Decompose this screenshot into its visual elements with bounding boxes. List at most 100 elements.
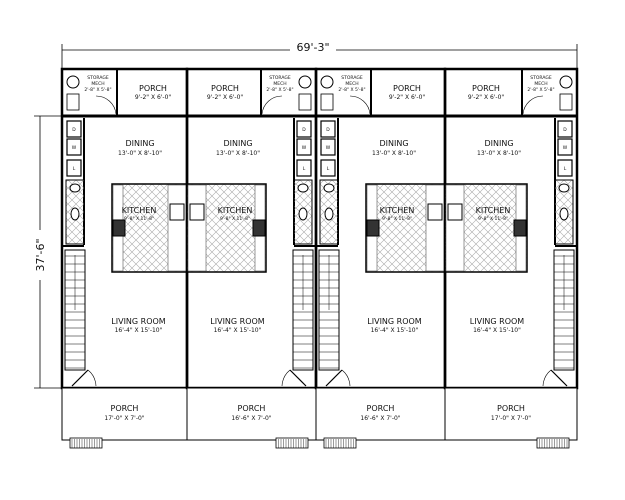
porch-front-label: PORCH xyxy=(111,404,139,413)
storage-label: STORAGE xyxy=(341,75,363,81)
staircase xyxy=(553,249,575,371)
living-room-dims: 16'-4" X 15'-10" xyxy=(371,327,419,334)
toilet-icon xyxy=(559,207,569,221)
furnace-icon xyxy=(320,93,334,111)
porch-top-label: PORCH xyxy=(472,84,500,93)
porch-top-label: PORCH xyxy=(211,84,239,93)
mech-label: MECH xyxy=(273,81,286,87)
kitchen-dims: 9'-8" X 11'-8" xyxy=(220,216,250,222)
appliance-label: D xyxy=(72,127,76,133)
dining-dims: 13'-0" X 8'-10" xyxy=(216,150,260,157)
kitchen-sink-icon xyxy=(447,203,463,221)
counter xyxy=(187,184,207,272)
sink-icon xyxy=(323,183,335,193)
porch-top-dims: 9'-2" X 6'-0" xyxy=(207,94,244,101)
living-room-label: LIVING ROOM xyxy=(111,317,166,326)
toilet-icon xyxy=(324,207,334,221)
living-room-label: LIVING ROOM xyxy=(210,317,265,326)
kitchen-label: KITCHEN xyxy=(122,206,157,215)
living-room-dims: 16'-4" X 15'-10" xyxy=(214,327,262,334)
dining-label: DINING xyxy=(223,139,252,148)
water-heater-icon xyxy=(298,75,312,89)
storage-dims: 2'-8" X 5'-8" xyxy=(527,87,554,93)
front-porch xyxy=(61,387,188,441)
porch-top-label: PORCH xyxy=(393,84,421,93)
furnace-icon xyxy=(66,93,80,111)
appliance-w xyxy=(320,138,336,156)
range-icon xyxy=(513,219,527,237)
door-swing-icon xyxy=(261,95,283,115)
appliance-l xyxy=(557,159,573,177)
water-heater-icon xyxy=(66,75,80,89)
furnace-icon xyxy=(298,93,312,111)
range-icon xyxy=(112,219,126,237)
appliance-label: W xyxy=(302,145,307,151)
sink-icon xyxy=(297,183,309,193)
sink-icon xyxy=(69,183,81,193)
porch-top-dims: 9'-2" X 6'-0" xyxy=(135,94,172,101)
appliance-label: L xyxy=(303,166,306,172)
counter xyxy=(425,184,445,272)
porch-front-label: PORCH xyxy=(497,404,525,413)
entry-door-icon xyxy=(542,369,552,387)
kitchen-label: KITCHEN xyxy=(476,206,511,215)
porch-front-dims: 17'-0" X 7'-0" xyxy=(104,415,144,422)
staircase xyxy=(64,249,86,371)
appliance-label: D xyxy=(302,127,306,133)
storage-dims: 2'-8" X 5'-8" xyxy=(84,87,111,93)
staircase xyxy=(292,249,314,371)
entry-door-icon xyxy=(281,369,291,387)
storage-dims: 2'-8" X 5'-8" xyxy=(338,87,365,93)
kitchen-dims: 9'-8" X 11'-8" xyxy=(478,216,508,222)
dining-dims: 13'-0" X 8'-10" xyxy=(477,150,521,157)
water-heater-icon xyxy=(559,75,573,89)
living-room-label: LIVING ROOM xyxy=(367,317,422,326)
front-steps xyxy=(323,437,357,449)
width-dimension-label: 69'-3" xyxy=(296,41,329,54)
door-swing-icon xyxy=(95,95,117,115)
storage-dims: 2'-8" X 5'-8" xyxy=(266,87,293,93)
front-steps xyxy=(536,437,570,449)
appliance-label: D xyxy=(326,127,330,133)
appliance-d xyxy=(66,120,82,138)
appliance-label: W xyxy=(326,145,331,151)
appliance-l xyxy=(66,159,82,177)
porch-front-dims: 16'-6" X 7'-0" xyxy=(360,415,400,422)
staircase xyxy=(318,249,340,371)
front-steps xyxy=(69,437,103,449)
appliance-label: L xyxy=(73,166,76,172)
entry-door-icon xyxy=(87,369,97,387)
appliance-label: L xyxy=(564,166,567,172)
kitchen-sink-icon xyxy=(169,203,185,221)
furnace-icon xyxy=(559,93,573,111)
appliance-label: W xyxy=(563,145,568,151)
porch-front-dims: 17'-0" X 7'-0" xyxy=(491,415,531,422)
entry-door-icon xyxy=(341,369,351,387)
appliance-label: L xyxy=(327,166,330,172)
range-icon xyxy=(252,219,266,237)
mech-label: MECH xyxy=(91,81,104,87)
kitchen-label: KITCHEN xyxy=(218,206,253,215)
porch-top-label: PORCH xyxy=(139,84,167,93)
appliance-w xyxy=(66,138,82,156)
counter xyxy=(445,184,465,272)
storage-label: STORAGE xyxy=(530,75,552,81)
porch-front-dims: 16'-6" X 7'-0" xyxy=(231,415,271,422)
kitchen-dims: 9'-8" X 11'-8" xyxy=(382,216,412,222)
counter xyxy=(167,184,187,272)
dining-label: DINING xyxy=(484,139,513,148)
porch-top-dims: 9'-2" X 6'-0" xyxy=(468,94,505,101)
appliance-d xyxy=(296,120,312,138)
storage-label: STORAGE xyxy=(87,75,109,81)
mech-label: MECH xyxy=(534,81,547,87)
appliance-label: W xyxy=(72,145,77,151)
appliance-l xyxy=(296,159,312,177)
kitchen-sink-icon xyxy=(189,203,205,221)
range-icon xyxy=(366,219,380,237)
